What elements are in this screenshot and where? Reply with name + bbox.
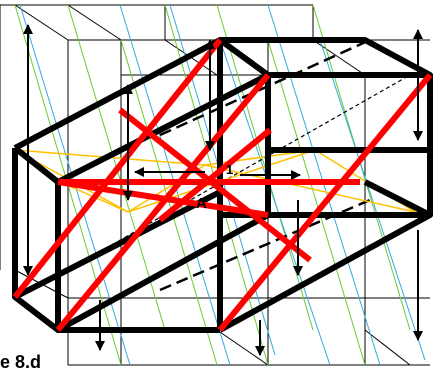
label-point-a: A	[196, 195, 207, 212]
horizontal-arrows	[134, 167, 301, 180]
vertical-arrows	[23, 24, 423, 356]
figure-caption: e 8.d	[0, 352, 41, 372]
red-diagonals	[12, 38, 433, 332]
label-point-1: 1	[226, 162, 233, 177]
cube-frame	[12, 37, 433, 333]
